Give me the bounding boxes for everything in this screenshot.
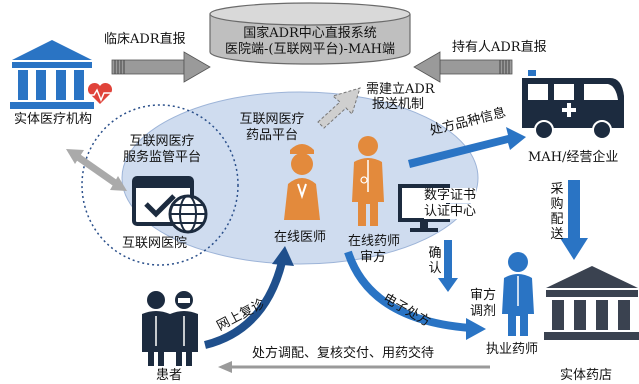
online-doctor-label: 在线医师 (274, 230, 327, 245)
review-label-line1: 审方 (470, 288, 497, 303)
supervision-platform-ellipse (81, 104, 239, 266)
need-mechanism-arrow (317, 87, 361, 129)
cylinder-title-line1: 国家ADR中心直报系统 (243, 26, 377, 41)
digital-cert-label-line2: 认证中心 (424, 204, 477, 219)
need-mechanism-label-line2: 报送机制 (372, 97, 425, 112)
holder-report-arrow (413, 51, 513, 83)
hospital-link-arrow (66, 149, 127, 191)
confirm-label: 确认 (428, 246, 442, 276)
pharma-platform-label-line2: 药品平台 (245, 128, 298, 143)
patients-icon (142, 291, 198, 366)
confirm-arrow (438, 240, 458, 292)
licensed-pharmacist-label: 执业药师 (486, 342, 539, 357)
national-adr-cylinder (209, 2, 411, 65)
review-label-line2: 调剂 (470, 304, 497, 319)
physical-institution-label: 实体医疗机构 (14, 112, 93, 127)
cylinder-title-line2: 医院端-(互联网平台)-MAH端 (225, 42, 395, 57)
nurse-icon (284, 144, 320, 220)
licensed-pharmacist-icon (502, 252, 534, 336)
ambulance-icon (522, 70, 624, 140)
dispense-arrow (218, 361, 490, 373)
pharma-platform-label-line1: 互联网医疗 (239, 112, 305, 127)
hospital-icon (10, 40, 94, 109)
globe-icon (168, 194, 208, 234)
internet-platform-ellipse (121, 91, 479, 265)
pharmacy-building-icon (544, 266, 639, 340)
clinical-report-arrow (111, 51, 211, 83)
digital-cert-label-line1: 数字证书 (424, 188, 477, 203)
pharmacist-icon (352, 136, 384, 226)
internet-hospital-label: 互联网医院 (122, 236, 188, 251)
supervision-platform-label-line1: 互联网医疗 (129, 134, 195, 149)
dispense-label: 处方调配、复核交付、用药交待 (252, 346, 435, 361)
holder-report-label: 持有人ADR直报 (452, 40, 547, 55)
clinical-report-label: 临床ADR直报 (104, 32, 186, 47)
heart-pulse-icon (87, 82, 113, 104)
pharmacy-label: 实体药店 (560, 368, 613, 383)
e-prescription-arrow (344, 250, 486, 340)
mah-label: MAH/经营企业 (528, 150, 619, 165)
supervision-platform-label-line2: 服务监管平台 (122, 150, 201, 165)
patient-label: 患者 (156, 368, 183, 383)
online-revisit-arrow (203, 246, 294, 349)
online-pharmacist-label-line1: 在线药师 (348, 234, 401, 249)
need-mechanism-label-line1: 需建立ADR (366, 82, 435, 97)
online-pharmacist-label-line2: 审方 (360, 250, 387, 265)
prescription-info-arrow (408, 127, 526, 168)
procure-arrow (560, 180, 588, 260)
procure-label: 采购配送 (550, 182, 564, 242)
